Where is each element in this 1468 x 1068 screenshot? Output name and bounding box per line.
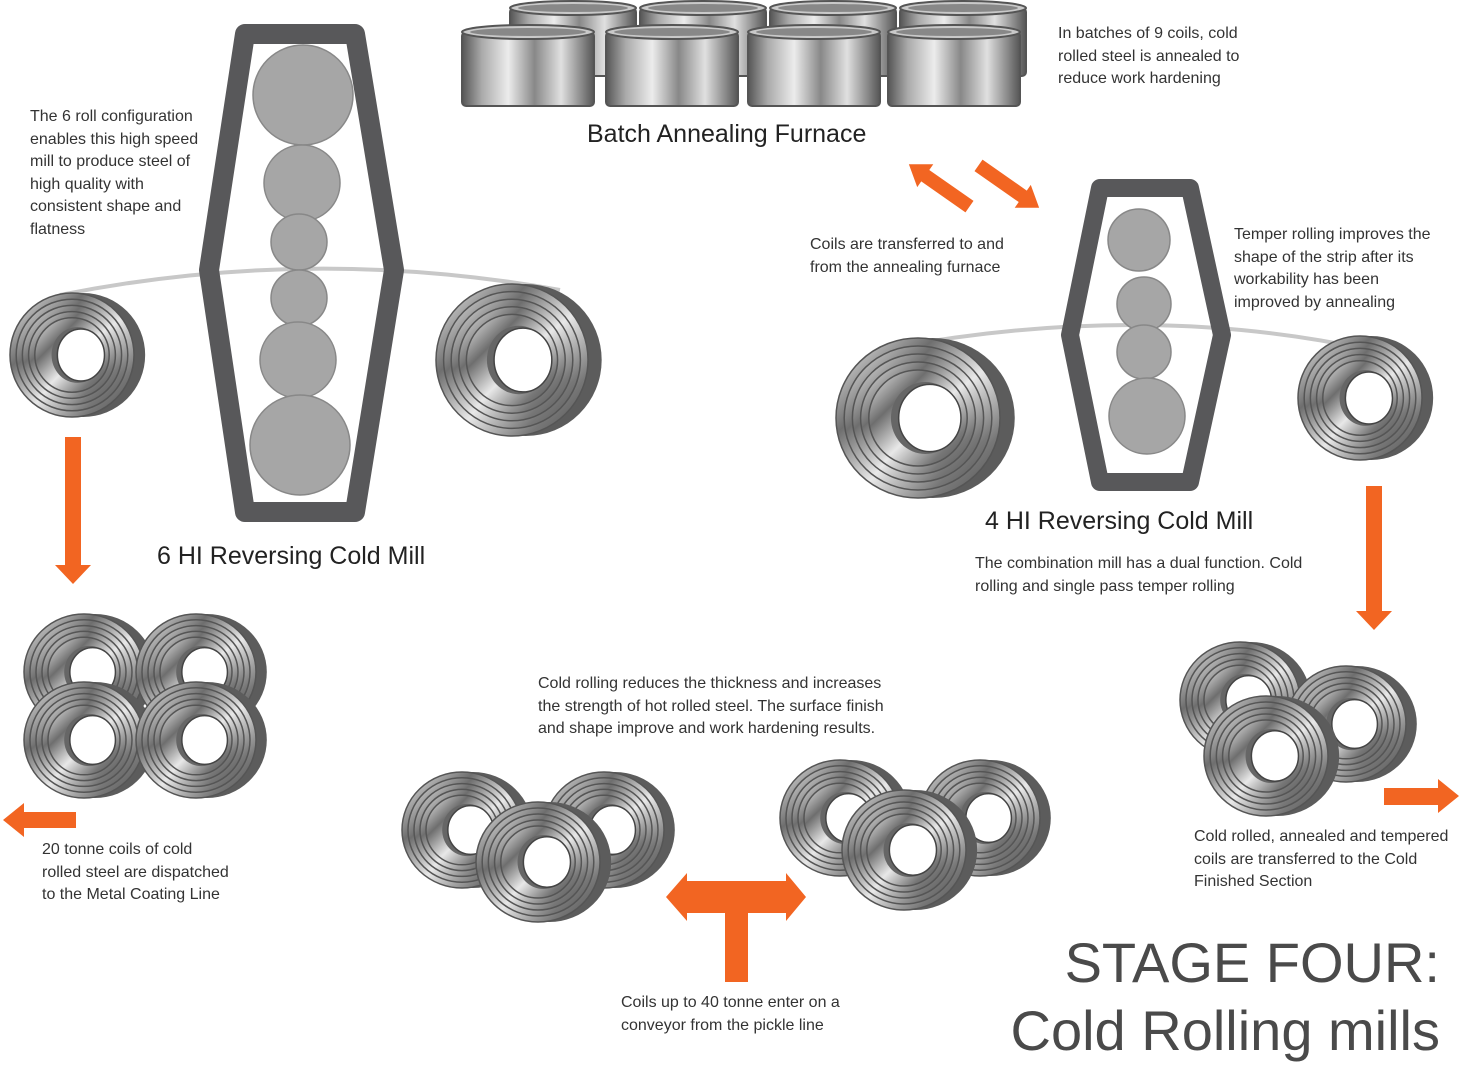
six-hi-label: 6 HI Reversing Cold Mill (157, 542, 426, 570)
annealing-drum (605, 24, 739, 107)
steel-strip-6hi (59, 266, 561, 297)
backup-roll (1107, 208, 1171, 272)
dispatch-note: 20 tonne coils of cold rolled steel are … (42, 841, 229, 903)
annealing-drum (461, 24, 595, 107)
four-hi-label: 4 HI Reversing Cold Mill (985, 507, 1254, 535)
six-roll-note: The 6 roll configuration enables this hi… (30, 108, 199, 238)
arrow-down-icon (1356, 486, 1392, 630)
intermediate-roll (259, 321, 337, 399)
arrow-up-left-icon (908, 164, 974, 213)
enter-note: Coils up to 40 tonne enter on a conveyor… (621, 994, 840, 1034)
steel-coil (435, 283, 602, 437)
steel-coil (835, 337, 1015, 499)
four-hi-mill (1061, 179, 1231, 491)
arrow-left-icon (3, 803, 76, 837)
temper-note: Temper rolling improves the shape of the… (1234, 226, 1431, 311)
steel-coil (841, 789, 978, 911)
backup-roll (252, 44, 354, 146)
stage-title-line2: Cold Rolling mills (1010, 999, 1440, 1062)
steel-coil (9, 292, 146, 418)
work-roll (1116, 276, 1172, 332)
work-roll (270, 269, 328, 327)
flow-arrows (3, 159, 1459, 982)
transfer-note: Coils are transferred to and from the an… (810, 236, 1004, 276)
annealing-drum (887, 24, 1021, 107)
backup-roll (249, 394, 351, 496)
annealing-furnace (461, 0, 1027, 107)
finished-note: Cold rolled, annealed and tempered coils… (1194, 828, 1449, 890)
work-roll (1116, 324, 1172, 380)
steel-coil (135, 681, 267, 799)
work-roll (270, 213, 328, 271)
arrow-down-icon (55, 437, 91, 584)
arrow-down-right-icon (974, 159, 1040, 208)
cold-rolling-note: Cold rolling reduces the thickness and i… (538, 675, 884, 737)
steel-coil (1203, 695, 1340, 817)
intermediate-roll (263, 144, 341, 222)
six-hi-mill (199, 24, 404, 522)
steel-coil (475, 801, 612, 923)
steel-coil (1297, 335, 1434, 461)
arrow-right-icon (1384, 779, 1459, 813)
mill-frame (1061, 179, 1231, 491)
annealing-drum (747, 24, 881, 107)
mill-frame (199, 24, 404, 522)
furnace-label: Batch Annealing Furnace (587, 120, 867, 148)
batch-note: In batches of 9 coils, cold rolled steel… (1058, 25, 1240, 87)
stage-title-line1: STAGE FOUR: (1064, 931, 1440, 994)
combination-note: The combination mill has a dual function… (975, 555, 1303, 595)
steel-coil (23, 681, 155, 799)
split-arrow-icon (666, 873, 806, 982)
backup-roll (1108, 377, 1186, 455)
